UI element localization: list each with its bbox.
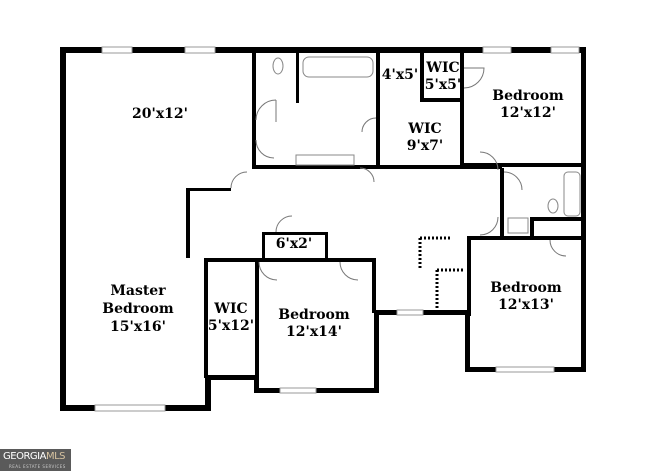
room-label-wic-5x12-name: WIC [213, 301, 247, 317]
room-label-closet-6x2: 6'x2' [276, 236, 312, 252]
doors [230, 67, 567, 281]
logo-text: GEORGIA [3, 451, 46, 462]
double-vanity [295, 154, 355, 166]
bathtub [302, 56, 374, 78]
windows [94, 46, 580, 412]
room-label-master-top: 20'x12' [132, 106, 188, 122]
room-label-bedroom-ne-dims: 12'x12' [500, 105, 556, 121]
room-label-bedroom-e-name: Bedroom [490, 280, 562, 296]
fixtures [272, 56, 581, 310]
room-label-wic-5x12-dims: 5'x12' [208, 318, 254, 334]
sink-east [507, 217, 529, 234]
georgia-mls-logo: GEORGIAMLS REAL ESTATE SERVICES [0, 449, 71, 471]
logo-tagline: REAL ESTATE SERVICES [9, 464, 66, 469]
room-label-bedroom-ne-name: Bedroom [492, 88, 564, 104]
stairs [418, 236, 463, 310]
room-label-master-dims: 15'x16' [110, 319, 166, 335]
room-label-master-name2: Bedroom [102, 301, 174, 317]
toilet [272, 57, 284, 75]
bathtub-east [563, 171, 581, 217]
room-label-wic-5x5-name: WIC [425, 60, 459, 76]
room-label-bedroom-s-dims: 12'x14' [286, 324, 342, 340]
room-label-master-name1: Master [110, 283, 166, 299]
room-label-wic-5x5-dims: 5'x5' [425, 77, 461, 93]
logo-text-accent: MLS [45, 451, 66, 462]
room-label-wic-9x7-dims: 9'x7' [407, 138, 443, 154]
room-label-wic-9x7-name: WIC [407, 121, 441, 137]
room-label-bedroom-e-dims: 12'x13' [498, 297, 554, 313]
toilet-east [547, 198, 559, 214]
room-label-bedroom-s-name: Bedroom [278, 307, 350, 323]
room-label-closet-4x5: 4'x5' [382, 67, 418, 83]
